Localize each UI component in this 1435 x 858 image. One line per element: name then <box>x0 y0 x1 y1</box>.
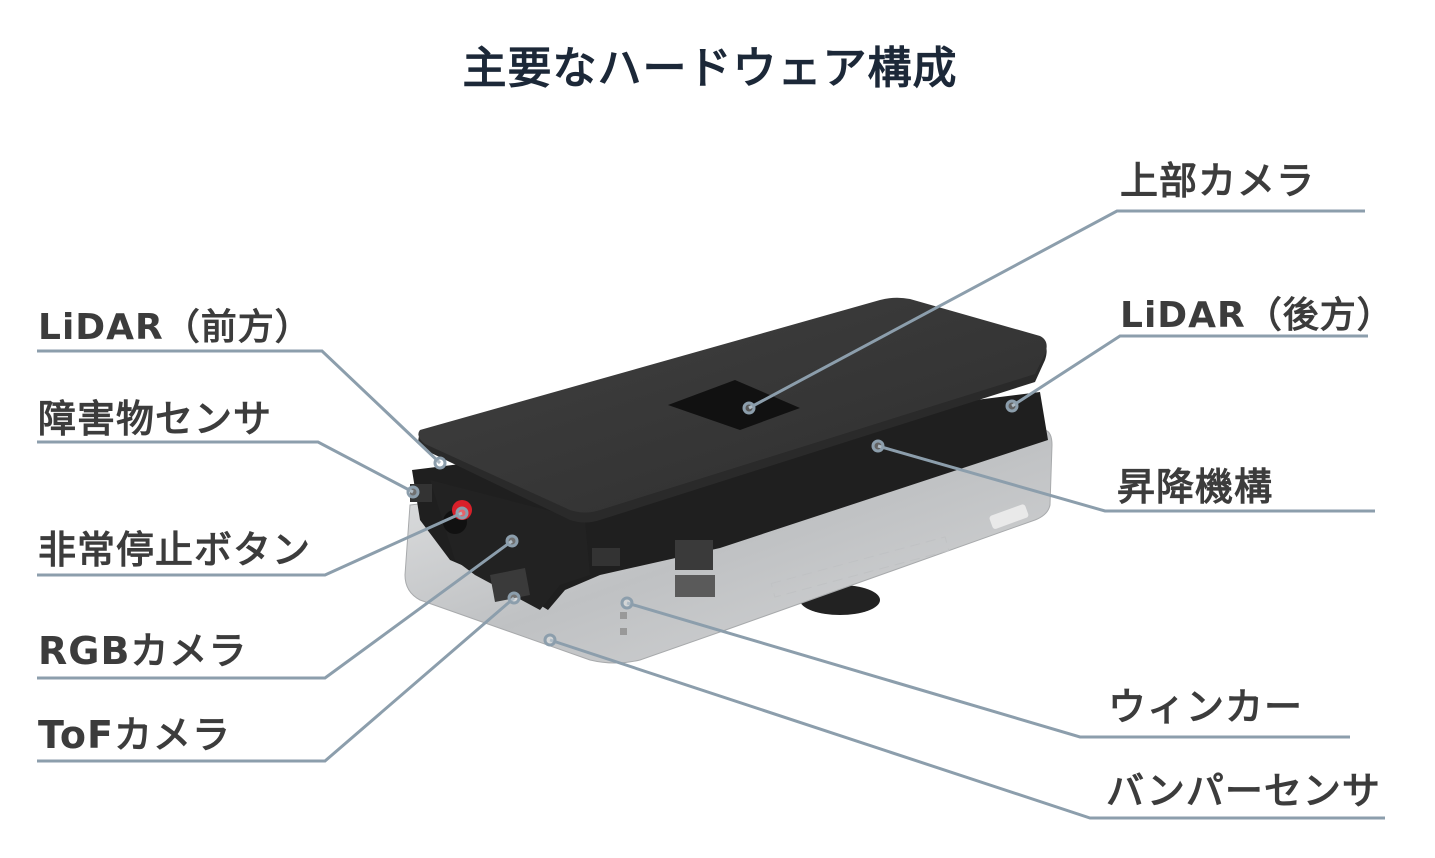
tof-sensor <box>490 568 530 602</box>
indicator <box>620 612 627 619</box>
leader-dots <box>406 399 1019 647</box>
label-bumper-sensor: バンパーセンサ <box>1106 769 1381 813</box>
label-top-camera: 上部カメラ <box>1120 159 1316 203</box>
label-emergency-stop: 非常停止ボタン <box>38 528 312 572</box>
side-handle <box>989 504 1029 529</box>
preferred-logo <box>770 536 950 598</box>
label-lidar-front: LiDAR（前方） <box>38 307 312 348</box>
leader-lines <box>37 209 1385 820</box>
camera-window <box>668 380 800 430</box>
side-sensor <box>592 548 620 566</box>
indicator <box>620 628 627 635</box>
label-tof-camera: ToFカメラ <box>38 713 231 757</box>
robot <box>404 297 1053 664</box>
label-lift-mechanism: 昇降機構 <box>1117 465 1274 509</box>
speaker-grille <box>675 540 713 570</box>
speaker-grille <box>675 575 715 597</box>
page-title: 主要なハードウェア構成 <box>462 43 958 94</box>
label-blinker: ウィンカー <box>1108 685 1304 729</box>
label-lidar-rear: LiDAR（後方） <box>1120 295 1394 336</box>
label-rgb-camera: RGBカメラ <box>38 629 248 673</box>
label-obstacle-sensor: 障害物センサ <box>38 397 273 441</box>
